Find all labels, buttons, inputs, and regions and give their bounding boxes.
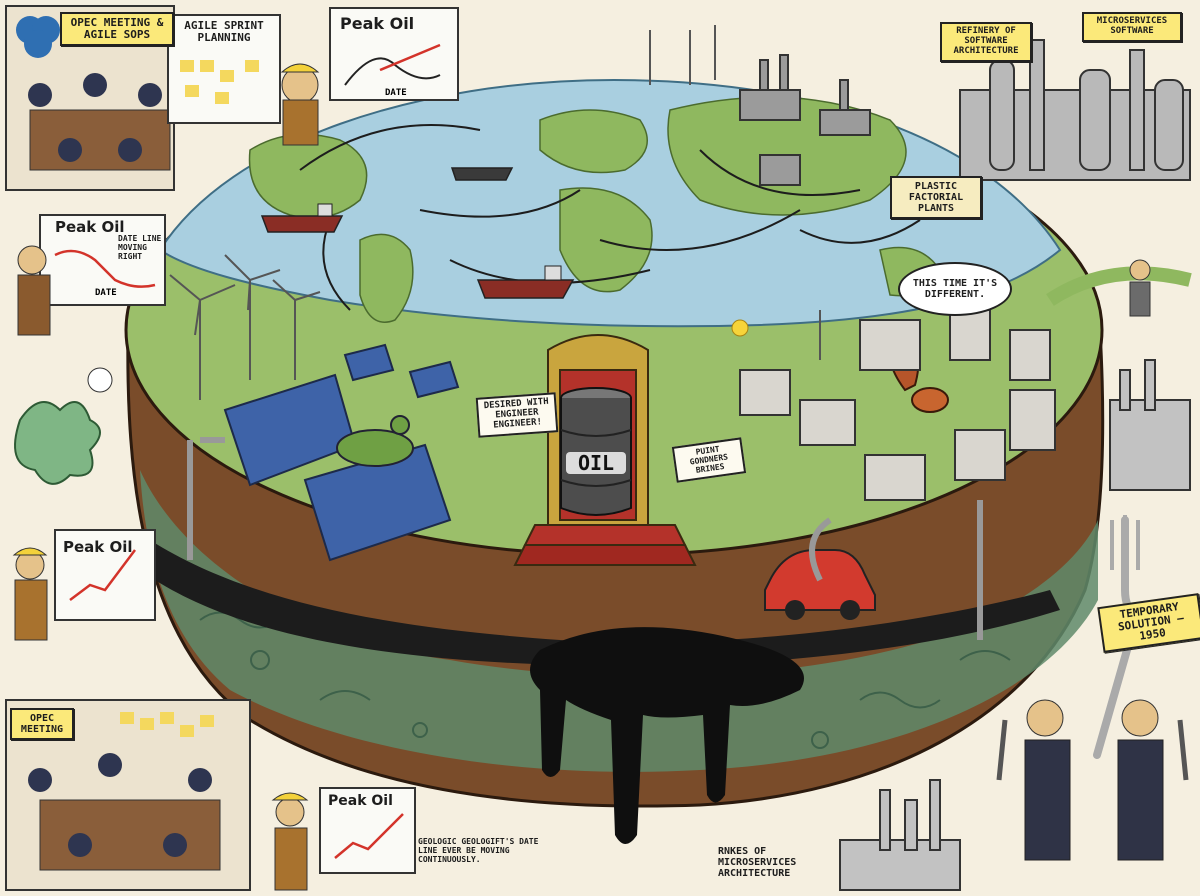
microservices-software-note: MICROSERVICES SOFTWARE	[1082, 12, 1182, 42]
barrel-label: OIL	[566, 452, 626, 474]
small-factories	[739, 309, 1056, 501]
earth-cutaway	[124, 25, 1105, 844]
panel-peak-oil-bottom	[271, 787, 416, 891]
protest-sign-left: DESIRED WITH ENGINEER ENGINEER!	[475, 392, 559, 438]
agile-board-title: AGILE SPRINT PLANNING	[184, 19, 264, 45]
panel-agile-board	[167, 14, 281, 124]
refinery-software-note: REFINERY OF SOFTWARE ARCHITECTURE	[940, 22, 1032, 62]
map-factory-icon	[739, 54, 871, 186]
panel-peak-oil-left	[17, 214, 166, 336]
peak-oil-top-axis: DATE	[385, 88, 407, 98]
peak-oil-left-title: Peak Oil	[55, 218, 125, 236]
handshake-businessmen	[996, 699, 1189, 861]
peak-oil-top-title: Peak Oil	[340, 14, 415, 33]
peak-oil-mid-title: Peak Oil	[63, 538, 133, 556]
tanker-ship-icon	[260, 167, 575, 299]
thought-bubble: THIS TIME IT'S DIFFERENT.	[898, 262, 1012, 316]
peak-oil-left-axis: DATE	[95, 288, 117, 298]
opec-top-note: OPEC MEETING & AGILE SOPS	[60, 12, 174, 47]
refinery-icon	[959, 39, 1191, 181]
microbe-icon	[14, 367, 113, 485]
peak-oil-left-note: DATE LINE MOVING RIGHT	[118, 234, 162, 261]
geology-caption: GEOLOGIC GEOLOGIFT'S DATE LINE EVER BE M…	[418, 837, 539, 864]
bottom-industry-caption: RNKES OF MICROSERVICES ARCHITECTURE	[718, 846, 797, 879]
panel-peak-oil-mid	[12, 529, 156, 641]
oil-spill	[530, 627, 804, 844]
peak-oil-bottom-title: Peak Oil	[328, 793, 393, 809]
pipelines	[187, 437, 983, 640]
plastic-plants-note: PLASTIC FACTORIAL PLANTS	[890, 176, 982, 219]
solar-panel-icon	[223, 343, 460, 562]
bottom-refinery-icon	[839, 779, 961, 891]
panel-worker-turbines	[1046, 259, 1192, 317]
frog-icon	[336, 415, 414, 467]
panel-peak-oil-top	[280, 7, 459, 146]
wind-turbine-icon	[169, 25, 821, 400]
opec-bottom-note: OPEC MEETING	[10, 708, 74, 740]
opec-logo-icon	[16, 16, 60, 58]
sun-icon	[731, 319, 749, 337]
industrial-tanks-icon	[1109, 359, 1191, 491]
